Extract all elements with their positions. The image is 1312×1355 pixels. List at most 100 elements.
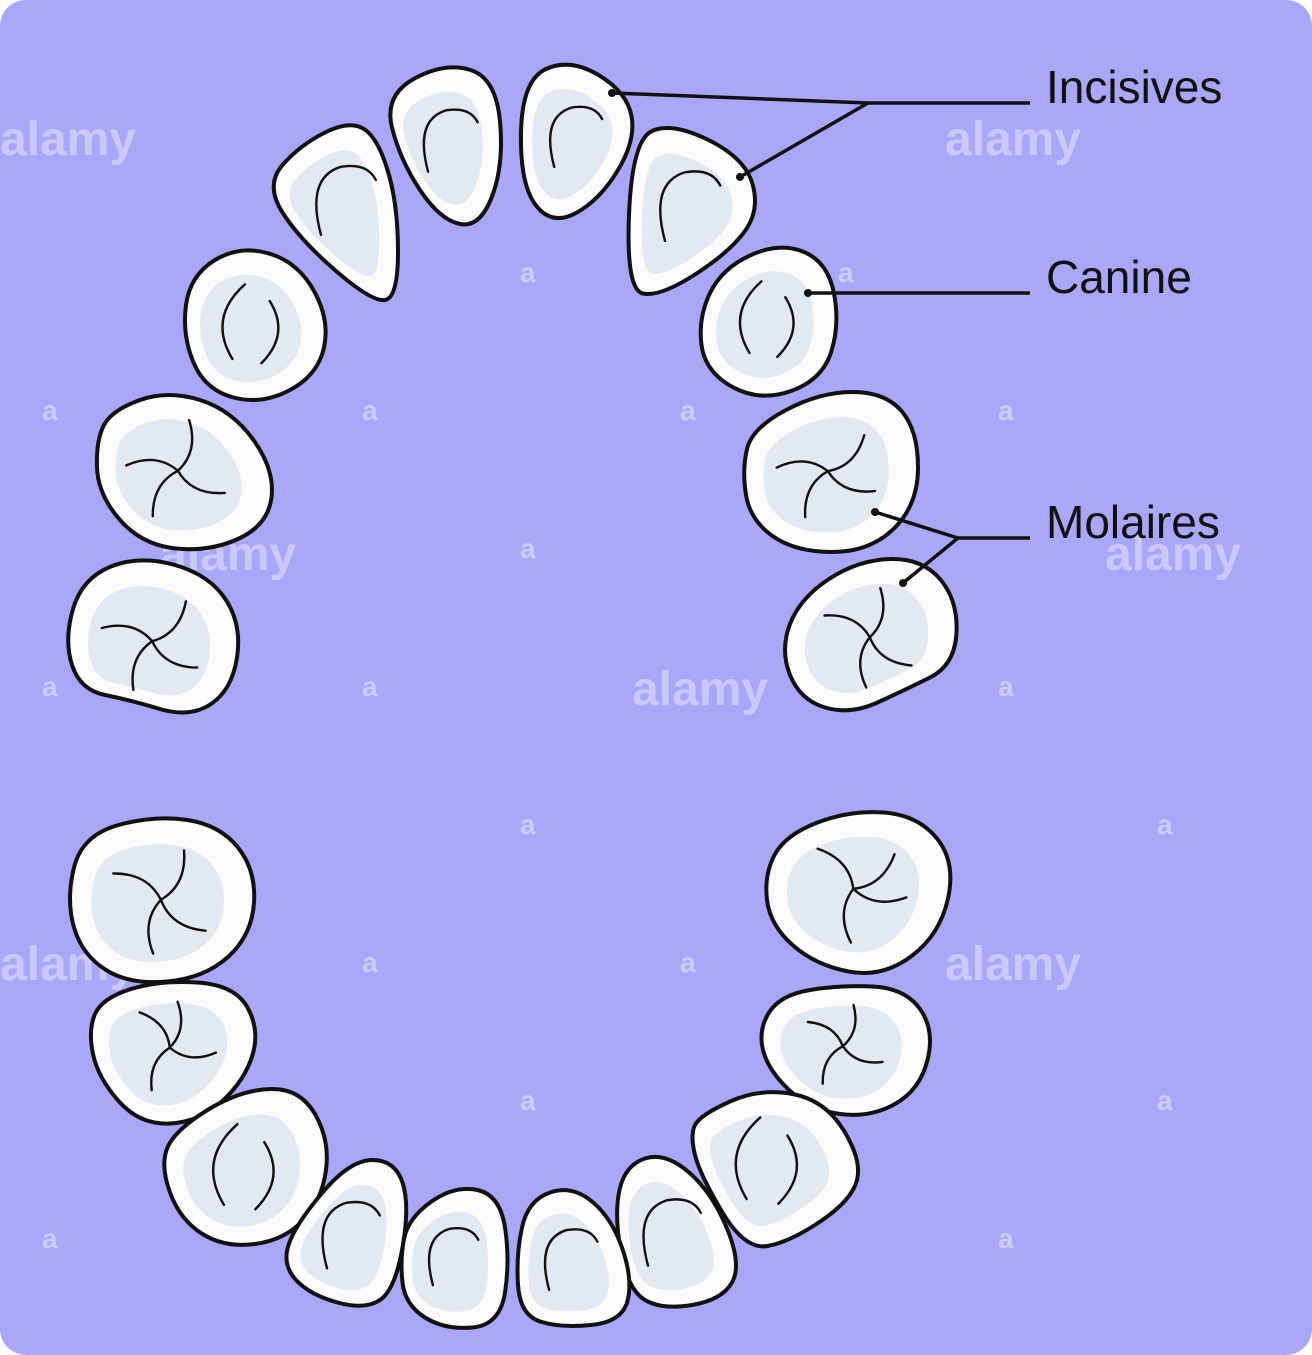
molar-groove-line: [159, 898, 207, 932]
incisor-edge-line: [642, 1198, 703, 1267]
tooth-shading: [786, 836, 920, 953]
svg-text:a: a: [520, 809, 536, 840]
lower-left-central-incisor: [399, 1186, 510, 1330]
molar-groove-line: [816, 847, 855, 891]
lower-left-first-molar: [88, 979, 258, 1126]
canine-contour-line: [221, 283, 280, 365]
molaires-label: Molaires: [1046, 496, 1220, 548]
tooth-shading: [780, 1005, 902, 1099]
leader-dot: [736, 173, 744, 181]
leader-dot: [608, 89, 616, 97]
molar-groove-line: [852, 887, 908, 903]
canine-contour-line: [211, 1123, 275, 1211]
molar-groove-line: [131, 640, 154, 692]
molar-groove-line: [151, 469, 180, 518]
molar-groove-line: [803, 470, 829, 519]
svg-text:a: a: [42, 1223, 58, 1254]
tooth-shading: [183, 1114, 301, 1227]
molar-groove-line: [775, 460, 829, 473]
upper-right-canine: [698, 245, 839, 398]
upper-left-central-incisor: [388, 65, 503, 227]
svg-text:a: a: [362, 671, 378, 702]
svg-text:a: a: [520, 1085, 536, 1116]
molar-groove-line: [176, 469, 226, 495]
molar-groove-line: [841, 1045, 884, 1064]
svg-text:a: a: [838, 257, 854, 288]
incisor-edge-line: [548, 105, 604, 169]
molar-groove-line: [151, 640, 199, 669]
svg-text:a: a: [520, 533, 536, 564]
tooth-shading: [628, 1182, 714, 1290]
watermark-text: alamy: [1105, 528, 1241, 581]
svg-text:a: a: [42, 671, 58, 702]
tooth-shading: [403, 91, 483, 205]
incisor-edge-line: [315, 164, 378, 237]
tooth-shading: [715, 271, 814, 378]
incisives-leader-line: [739, 101, 869, 179]
teeth-layer: [66, 62, 959, 1330]
lower-right-second-molar: [764, 810, 953, 976]
svg-text:a: a: [362, 947, 378, 978]
svg-text:a: a: [680, 395, 696, 426]
lower-right-central-incisor: [515, 1188, 632, 1328]
molar-groove-line: [147, 898, 163, 955]
svg-text:a: a: [1157, 1085, 1173, 1116]
tooth-shading: [804, 583, 929, 693]
leader-dot: [899, 579, 907, 587]
svg-text:a: a: [680, 947, 696, 978]
tooth-shading: [532, 88, 613, 200]
svg-text:a: a: [998, 1223, 1014, 1254]
upper-right-central-incisor: [518, 62, 635, 221]
tooth-shading: [289, 150, 380, 277]
molar-groove-line: [859, 636, 871, 689]
lower-right-canine: [690, 1090, 861, 1249]
svg-text:a: a: [998, 395, 1014, 426]
molar-groove-line: [806, 1020, 845, 1048]
canine-contour-line: [734, 1116, 799, 1205]
upper-right-lateral-incisor: [626, 126, 757, 296]
upper-left-second-molar: [66, 558, 241, 715]
molar-groove-line: [841, 1003, 857, 1048]
molar-groove-line: [150, 1046, 171, 1092]
upper-left-canine: [182, 248, 328, 402]
molar-groove-line: [159, 849, 186, 901]
molar-groove-line: [821, 1045, 845, 1085]
svg-text:a: a: [520, 257, 536, 288]
incisor-edge-line: [321, 1200, 382, 1270]
molar-groove-line: [868, 636, 913, 667]
molar-groove-line: [138, 1011, 171, 1049]
molar-groove-line: [176, 419, 194, 472]
incisor-edge-line: [422, 108, 479, 173]
tooth-shading: [641, 153, 733, 274]
tooth-shading: [763, 417, 889, 533]
molar-groove-line: [168, 1000, 183, 1049]
incisor-edge-line: [543, 1228, 599, 1292]
incisives-label: Incisives: [1046, 61, 1222, 113]
canine-contour-line: [738, 280, 795, 359]
molar-groove-line: [823, 614, 871, 639]
molar-groove-line: [852, 853, 896, 891]
upper-left-lateral-incisor: [271, 123, 400, 303]
tooth-shading: [200, 274, 302, 383]
canine-label: Canine: [1046, 251, 1192, 303]
svg-text:a: a: [362, 395, 378, 426]
molar-groove-line: [168, 1046, 218, 1059]
upper-left-first-molar: [94, 393, 274, 552]
leader-dot: [871, 508, 879, 516]
lower-left-canine: [162, 1086, 329, 1247]
molar-groove-line: [868, 587, 885, 639]
lower-right-first-molar: [759, 984, 932, 1117]
tooth-shading: [87, 585, 211, 696]
incisor-edge-line: [427, 1227, 480, 1287]
svg-text:a: a: [1157, 809, 1173, 840]
svg-text:a: a: [42, 395, 58, 426]
lower-right-lateral-incisor: [615, 1154, 738, 1309]
molar-groove-line: [826, 434, 866, 473]
labels-layer: Incisives Canine Molaires: [608, 61, 1222, 587]
molar-groove-line: [151, 600, 188, 643]
tooth-shading: [411, 1211, 489, 1312]
tooth-shading: [300, 1185, 387, 1290]
molaires-leader-line: [901, 536, 960, 585]
